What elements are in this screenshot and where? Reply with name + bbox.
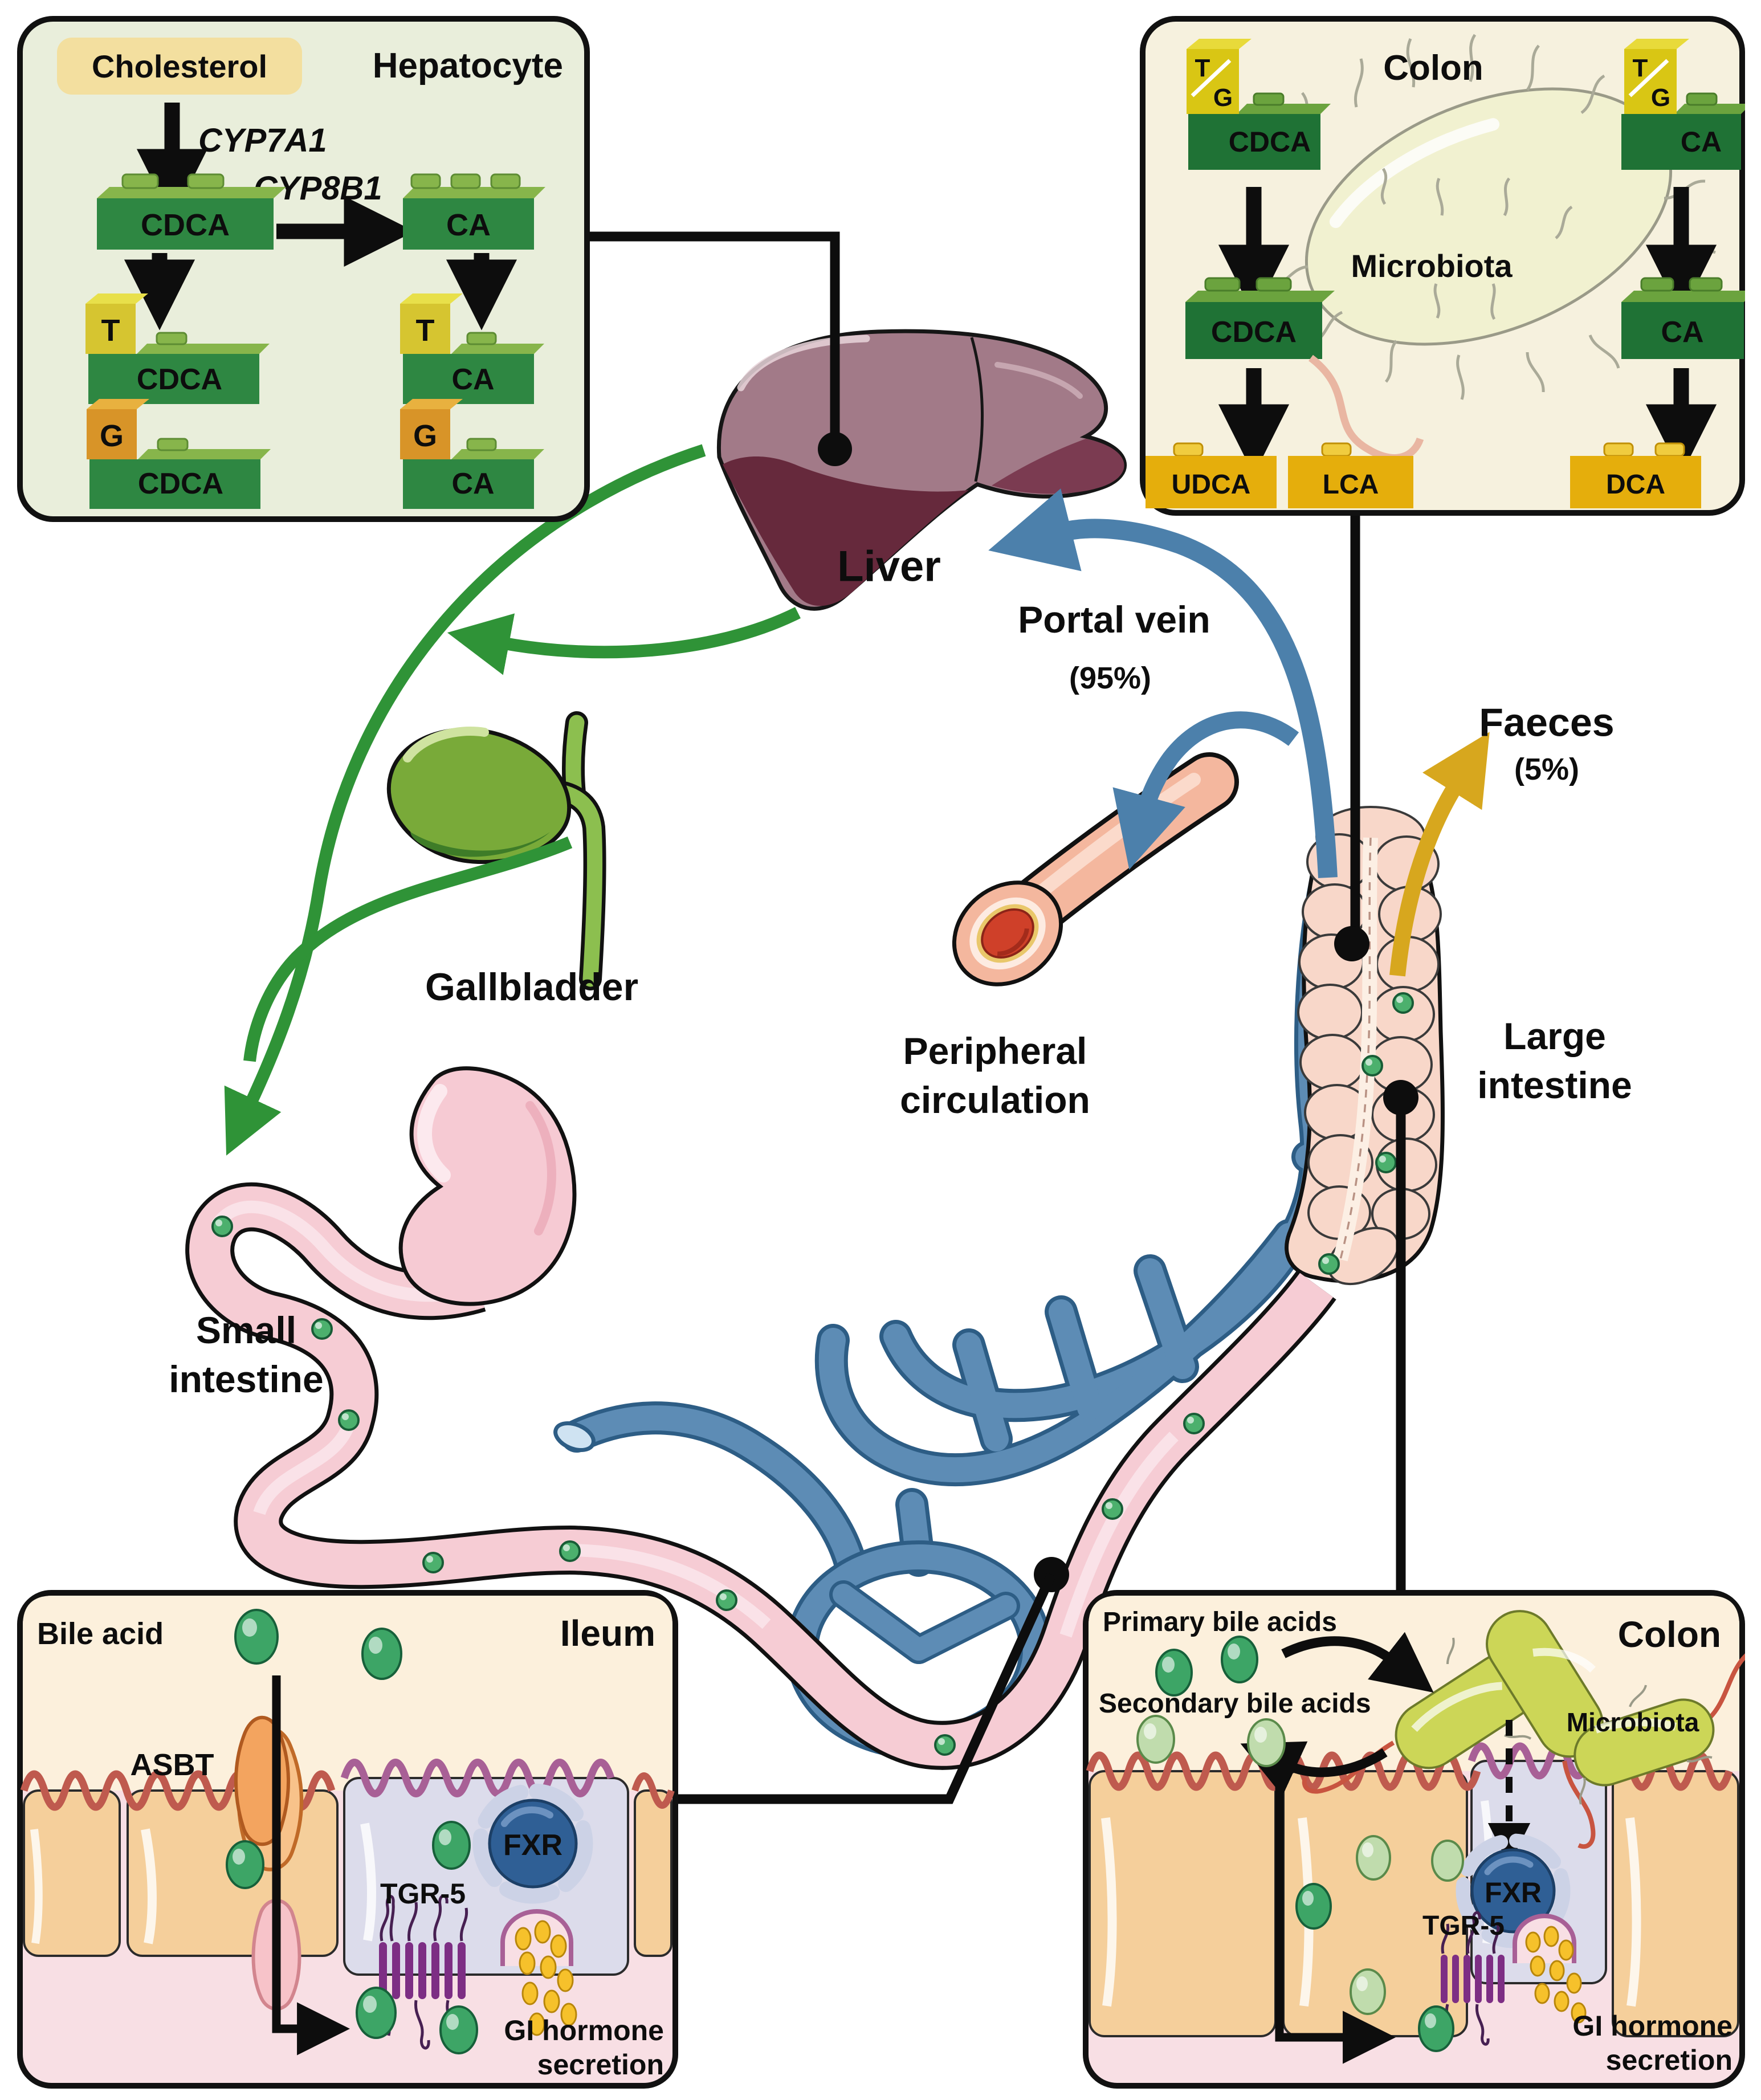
colon-tgr5-receptor-icon bbox=[1441, 1911, 1505, 2046]
svg-text:FXR: FXR bbox=[503, 1829, 562, 1862]
svg-text:CDCA: CDCA bbox=[137, 363, 222, 396]
ca-colon-brick: CA bbox=[1621, 277, 1745, 359]
gi-hormone-label-1: GI hormone bbox=[504, 2015, 664, 2046]
colon-gi-hormone-label-2: secretion bbox=[1606, 2044, 1733, 2076]
blue-arrow-to-peripheral bbox=[1112, 711, 1299, 870]
svg-text:G: G bbox=[1213, 84, 1233, 112]
hepatocyte-title: Hepatocyte bbox=[373, 46, 563, 85]
colon-epithelium bbox=[1086, 1742, 1739, 2037]
colon-bile-acid-route-line bbox=[1275, 1778, 1396, 2064]
ileum-title: Ileum bbox=[560, 1613, 655, 1654]
dca-brick: DCA bbox=[1570, 442, 1701, 508]
svg-text:CDCA: CDCA bbox=[1229, 126, 1311, 158]
blue-arrow-portal-to-liver bbox=[988, 488, 1338, 878]
svg-text:T: T bbox=[101, 313, 120, 348]
cholesterol-label: Cholesterol bbox=[92, 48, 267, 84]
svg-text:FXR: FXR bbox=[1485, 1877, 1542, 1909]
hepatocyte-box: Hepatocyte Cholesterol CYP7A1 CYP8B1 CDC… bbox=[17, 16, 590, 522]
gi-hormone-label-2: secretion bbox=[537, 2049, 664, 2081]
colon-microbiota-illustration bbox=[1302, 1610, 1745, 1849]
faeces-pct-label: (5%) bbox=[1514, 752, 1580, 786]
svg-text:CDCA: CDCA bbox=[141, 208, 230, 242]
asbt-label: ASBT bbox=[131, 1748, 214, 1782]
colon-top-title: Colon bbox=[1383, 48, 1483, 88]
ileum-box: FXR bbox=[17, 1590, 678, 2089]
svg-text:LCA: LCA bbox=[1323, 470, 1379, 500]
portal-vein-label: Portal vein bbox=[1018, 598, 1210, 641]
microbiota-label: Microbiota bbox=[1351, 248, 1513, 284]
colon-tgr5-label: TGR-5 bbox=[1422, 1911, 1505, 1941]
primary-bile-acids-label: Primary bile acids bbox=[1103, 1607, 1337, 1637]
green-arrow-liver-to-gallbladder bbox=[447, 607, 801, 675]
tg-ca-brick: T G CA bbox=[1621, 39, 1745, 170]
svg-text:CA: CA bbox=[451, 363, 494, 396]
svg-text:T: T bbox=[416, 313, 435, 348]
arrow-primary-to-microbiota bbox=[1281, 1632, 1434, 1693]
glycine-ca-brick: G CA bbox=[400, 399, 544, 509]
large-intestine-label: Large intestine bbox=[1477, 1015, 1632, 1106]
colon-fxr-receptor-icon: FXR bbox=[1456, 1833, 1571, 1948]
glycine-cdca-brick: G CDCA bbox=[87, 399, 271, 509]
cdca-colon-brick: CDCA bbox=[1185, 277, 1335, 359]
arrow-microbiota-to-secondary bbox=[1240, 1741, 1388, 1796]
ca-brick: CA bbox=[403, 173, 545, 250]
liver-label: Liver bbox=[837, 542, 941, 591]
svg-text:CA: CA bbox=[1661, 316, 1703, 349]
lca-brick: LCA bbox=[1288, 442, 1413, 508]
udca-brick: UDCA bbox=[1146, 442, 1277, 508]
svg-text:G: G bbox=[1651, 84, 1670, 112]
bile-acid-label: Bile acid bbox=[37, 1617, 164, 1651]
ileum-bile-acid-dots bbox=[226, 1609, 478, 2054]
colon-gi-hormone-granules bbox=[1513, 1914, 1587, 2024]
stomach-illustration bbox=[398, 1066, 577, 1306]
liver-illustration bbox=[716, 329, 1127, 611]
tgr5-receptor-icon bbox=[379, 1894, 468, 2050]
small-intestine-label: Small intestine bbox=[169, 1309, 324, 1400]
colon-gi-hormone-label-1: GI hormone bbox=[1572, 2010, 1733, 2042]
svg-text:CA: CA bbox=[451, 467, 494, 500]
colon-bile-acid-dots bbox=[1136, 1636, 1464, 2052]
cholesterol-box bbox=[57, 38, 302, 95]
tg-cdca-brick: T G CDCA bbox=[1187, 39, 1331, 170]
colon-bottom-box: FXR bbox=[1083, 1590, 1745, 2089]
peripheral-circulation-label: Peripheral circulation bbox=[900, 1030, 1090, 1121]
cdca-brick: CDCA bbox=[97, 173, 286, 250]
gi-hormone-granules bbox=[500, 1909, 577, 2036]
svg-text:CA: CA bbox=[446, 208, 491, 242]
svg-text:G: G bbox=[413, 419, 437, 453]
bile-acid-route-line bbox=[272, 1675, 350, 2056]
colon-bottom-title: Colon bbox=[1618, 1614, 1721, 1655]
fxr-receptor-icon: FXR bbox=[472, 1783, 593, 1904]
secondary-bile-acids-label: Secondary bile acids bbox=[1099, 1689, 1371, 1719]
portal-return-arrows bbox=[988, 488, 1338, 878]
bile-acid-dots bbox=[211, 992, 1414, 1756]
svg-text:G: G bbox=[100, 419, 124, 453]
faeces-arrow bbox=[1389, 732, 1490, 977]
flagellum-squiggle bbox=[1308, 354, 1424, 462]
peripheral-vessel-illustration bbox=[952, 752, 1239, 986]
faeces-label: Faeces bbox=[1479, 700, 1615, 745]
svg-text:CDCA: CDCA bbox=[1211, 316, 1297, 349]
cyp7a1-label: CYP7A1 bbox=[198, 122, 327, 159]
svg-text:T: T bbox=[1195, 54, 1210, 82]
svg-text:DCA: DCA bbox=[1606, 470, 1665, 500]
svg-text:CA: CA bbox=[1681, 126, 1722, 158]
svg-text:CDCA: CDCA bbox=[138, 467, 223, 500]
gallbladder-label: Gallbladder bbox=[425, 965, 639, 1009]
colon-microbiota-label: Microbiota bbox=[1567, 1707, 1699, 1737]
gallbladder-illustration bbox=[386, 711, 606, 990]
portal-vein-pct-label: (95%) bbox=[1069, 660, 1152, 695]
colon-top-box: Colon Microbiota T G CDCA CDCA UDCA LCA bbox=[1140, 16, 1745, 516]
taurine-ca-brick: T CA bbox=[400, 293, 544, 404]
taurine-cdca-brick: T CDCA bbox=[85, 293, 270, 404]
green-arrow-gallbladder-to-intestine bbox=[243, 836, 573, 1062]
tgr5-label: TGR-5 bbox=[380, 1878, 466, 1910]
svg-text:UDCA: UDCA bbox=[1172, 470, 1251, 500]
svg-text:T: T bbox=[1633, 54, 1648, 82]
callout-connectors bbox=[588, 231, 1418, 1804]
